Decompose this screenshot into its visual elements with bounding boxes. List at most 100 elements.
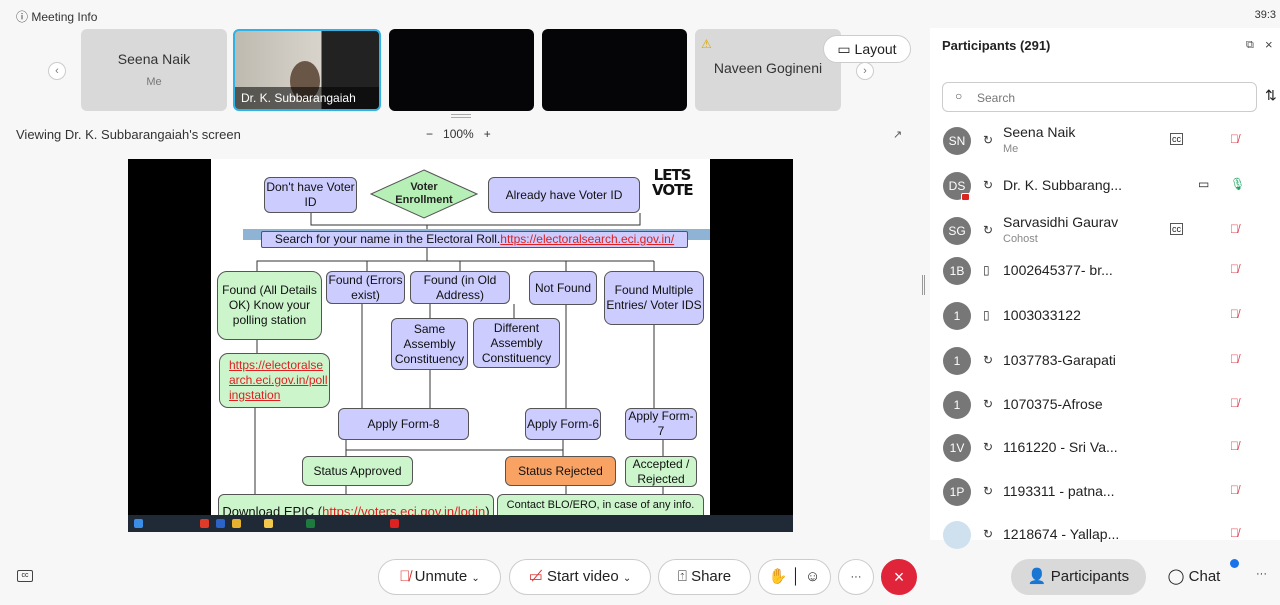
found-ok-box: Found (All Details OK) Know your polling… <box>217 271 322 340</box>
participant-name: 1161220 - Sri Va... <box>1003 439 1118 455</box>
not-found-box: Not Found <box>529 271 597 305</box>
zoom-out-button[interactable]: − <box>426 127 434 141</box>
mic-muted-icon: 🎙̸ <box>1230 439 1239 453</box>
overflow-menu-button[interactable]: ··· <box>1256 568 1267 580</box>
chat-button[interactable]: ◯ Chat <box>1167 568 1221 585</box>
different-ac-box: Different Assembly Constituency <box>473 318 560 368</box>
found-errors-box: Found (Errors exist) <box>326 271 405 304</box>
polling-station-link[interactable]: https://electoralsearch.eci.gov.in/polli… <box>229 358 328 402</box>
enrollment-diamond <box>370 169 478 219</box>
video-tile-blank[interactable] <box>542 29 687 111</box>
mic-muted-icon: 🎙̸ <box>1230 396 1239 410</box>
mic-muted-icon: 🎙̸ <box>399 568 411 585</box>
app-icon <box>216 519 225 528</box>
panel-title: Participants (291) <box>942 38 1051 53</box>
participants-panel: Participants (291) ⧉ × Search ○ ⇅ SN↻See… <box>930 28 1280 549</box>
mic-muted-icon: 🎙̸ <box>1230 352 1239 366</box>
participant-row[interactable]: 1▯1003033122🎙̸ <box>930 294 1280 338</box>
resize-handle[interactable] <box>451 114 471 118</box>
participant-row[interactable]: 1↻1037783-Garapati🎙̸ <box>930 339 1280 383</box>
popout-icon[interactable]: ⧉ <box>1246 39 1254 51</box>
form8-box: Apply Form-8 <box>338 408 469 440</box>
shared-screen: Don't have Voter ID Voter Enrollment Alr… <box>128 159 793 532</box>
participant-row[interactable]: 1V↻1161220 - Sri Va...🎙̸ <box>930 426 1280 470</box>
close-icon[interactable]: × <box>1265 37 1273 52</box>
zoom-in-button[interactable]: + <box>483 127 491 141</box>
participant-row[interactable]: ↻1218674 - Yallap...🎙̸ <box>930 513 1280 557</box>
participants-button[interactable]: 👤 Participants <box>1011 559 1146 595</box>
audio-connected-icon: ↻ <box>983 527 994 541</box>
mic-muted-icon: 🎙̸ <box>1230 483 1239 497</box>
avatar: 1P <box>943 478 971 506</box>
dont-have-voter-id-box: Don't have Voter ID <box>264 177 357 213</box>
chevron-down-icon[interactable]: ⌄ <box>622 573 632 584</box>
windows-icon <box>134 519 143 528</box>
electoral-search-link[interactable]: https://electoralsearch.eci.gov.in/ <box>500 232 675 246</box>
video-off-icon: ▭̸ <box>528 568 543 585</box>
participant-name: 1002645377- br... <box>1003 262 1113 278</box>
participant-row[interactable]: DS↻Dr. K. Subbarang...▭🎙 <box>930 164 1280 208</box>
audio-connected-icon: ↻ <box>983 133 994 147</box>
share-icon: ⍐ <box>677 568 687 585</box>
excel-icon <box>306 519 315 528</box>
status-approved-box: Status Approved <box>302 456 413 486</box>
annotate-icon[interactable]: ↗ <box>893 129 903 141</box>
unmute-button[interactable]: 🎙̸ Unmute ⌄ <box>378 559 501 595</box>
participant-name: Sarvasidhi Gaurav <box>1003 214 1119 230</box>
chevron-down-icon[interactable]: ⌄ <box>471 573 480 584</box>
participant-search-input[interactable]: Search <box>942 82 1257 112</box>
viewing-label: Viewing Dr. K. Subbarangaiah's screen <box>16 127 241 142</box>
participant-row[interactable]: 1↻1070375-Afrose🎙̸ <box>930 383 1280 427</box>
polling-station-box: https://electoralsearch.eci.gov.in/polli… <box>219 353 330 408</box>
emoji-icon[interactable]: ☺ <box>805 568 821 585</box>
audio-connected-icon: ↻ <box>983 178 994 192</box>
warning-icon: ⚠ <box>701 37 712 51</box>
raise-hand-icon[interactable]: ✋ <box>768 568 788 585</box>
participant-name: 1193311 - patna... <box>1003 483 1115 499</box>
start-video-button[interactable]: ▭̸ Start video ⌄ <box>509 559 651 595</box>
video-on-icon: ▭ <box>1198 177 1210 191</box>
participant-row[interactable]: 1P↻1193311 - patna...🎙̸ <box>930 470 1280 514</box>
next-tiles-button[interactable]: › <box>856 62 874 80</box>
prev-tiles-button[interactable]: ‹ <box>48 62 66 80</box>
captions-icon: cc <box>1170 223 1183 235</box>
avatar: SN <box>943 127 971 155</box>
meeting-info-button[interactable]: ⓘ Meeting Info <box>16 10 98 24</box>
video-tile-subbarangaiah[interactable]: Dr. K. Subbarangaiah <box>233 29 381 111</box>
participant-row[interactable]: 1B▯1002645377- br...🎙̸ <box>930 249 1280 293</box>
flow-connectors <box>254 213 664 494</box>
zoom-controls: − 100% + <box>426 127 491 141</box>
sort-icon[interactable]: ⇅ <box>1265 87 1277 103</box>
captions-icon[interactable]: cc <box>17 570 33 582</box>
form7-box: Apply Form-7 <box>625 408 697 440</box>
layout-icon: ▭ <box>837 41 855 57</box>
folder-icon <box>264 519 273 528</box>
audio-connected-icon: ↻ <box>983 223 994 237</box>
voters-login-link[interactable]: https://voters.eci.gov.in/login <box>322 504 486 515</box>
video-tile-naveen[interactable]: ⚠ Naveen Gogineni <box>695 29 841 111</box>
video-tile-blank[interactable] <box>389 29 534 111</box>
audio-connected-icon: ↻ <box>983 440 994 454</box>
video-tile-seena[interactable]: Seena Naik Me <box>81 29 227 111</box>
participant-role: Me <box>1003 143 1019 155</box>
participant-name: 1037783-Garapati <box>1003 352 1116 368</box>
panel-resize-handle[interactable] <box>922 275 925 295</box>
participant-name: 1218674 - Yallap... <box>1003 526 1120 542</box>
pdf-icon <box>390 519 399 528</box>
top-bar: ⓘ Meeting Info <box>0 0 930 28</box>
meeting-timer: 39:3 <box>1254 9 1276 21</box>
contact-blo-box: Contact BLO/ERO, in case of any info. <box>497 494 704 515</box>
same-ac-box: Same Assembly Constituency <box>391 318 468 370</box>
enrollment-label: Voter Enrollment <box>395 181 453 206</box>
avatar: SG <box>943 217 971 245</box>
share-button[interactable]: ⍐ Share <box>658 559 751 595</box>
layout-button[interactable]: ▭ Layout <box>823 35 911 63</box>
participant-role: Cohost <box>1003 233 1038 245</box>
avatar: 1 <box>943 347 971 375</box>
participants-icon: 👤 <box>1027 568 1047 585</box>
leave-meeting-button[interactable]: × <box>881 559 917 595</box>
phone-icon: ▯ <box>983 308 990 322</box>
more-options-button[interactable]: ··· <box>838 559 874 595</box>
